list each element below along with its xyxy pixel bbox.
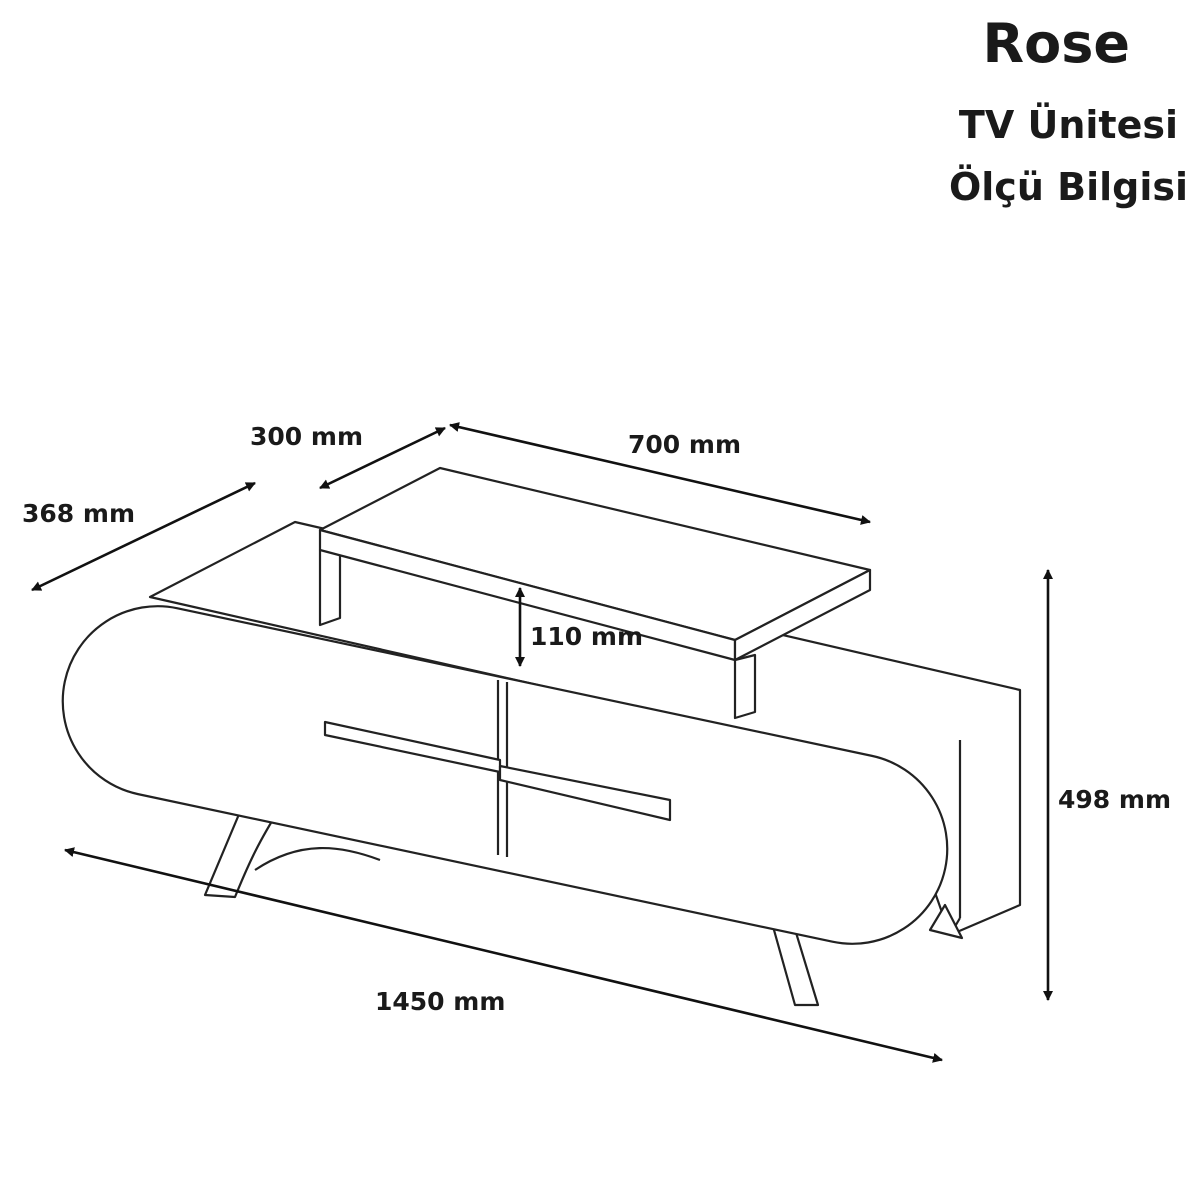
width-arrow [64, 847, 943, 1063]
shelf-left-support [318, 548, 342, 627]
shelf-width-label: 700 mm [628, 430, 741, 459]
depth-label: 368 mm [22, 499, 135, 528]
shelf-height-label: 110 mm [530, 622, 643, 651]
product-title: Rose [983, 12, 1130, 75]
shelf-right-support [733, 653, 757, 720]
subtitle-measurement-info: Ölçü Bilgisi [949, 165, 1188, 209]
leg-arch [254, 847, 381, 871]
shelf-depth-label: 300 mm [250, 422, 363, 451]
depth-arrow [31, 481, 256, 592]
shelf-depth-arrow [319, 426, 446, 490]
dimension-arrows [31, 422, 1053, 1063]
subtitle-tv-unit: TV Ünitesi [959, 103, 1178, 147]
width-label: 1450 mm [375, 987, 505, 1016]
right-handle [498, 764, 672, 822]
shelf-width-arrow [449, 422, 871, 525]
height-label: 498 mm [1058, 785, 1171, 814]
